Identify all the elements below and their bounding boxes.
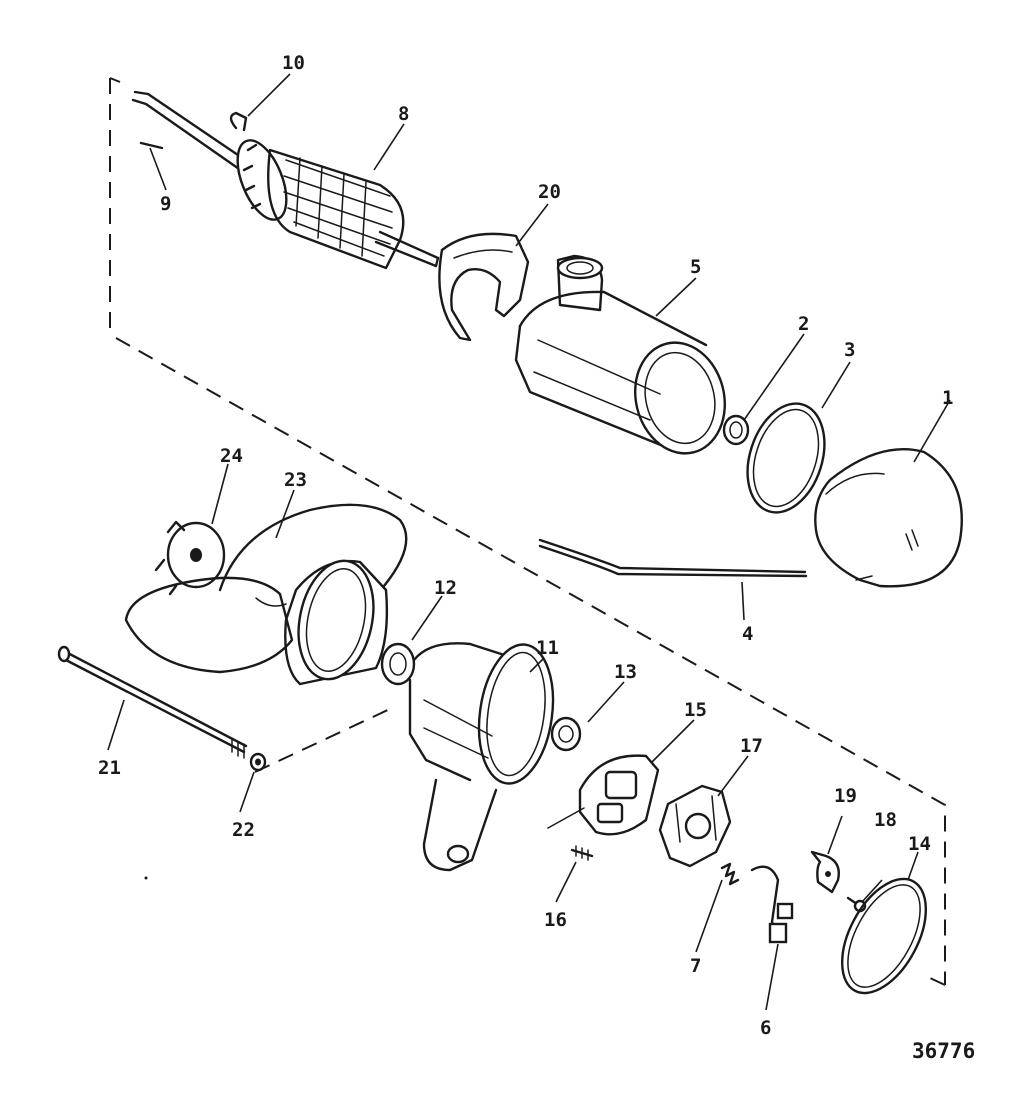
thru-bolt-part-21	[57, 645, 248, 759]
callout-6: 6	[760, 1017, 771, 1039]
screw-part-18	[846, 896, 867, 913]
callout-14: 14	[908, 833, 931, 855]
callout-2: 2	[798, 313, 809, 335]
callout-12: 12	[434, 577, 457, 599]
retaining-ring-part-10	[229, 111, 248, 132]
pin-part-9	[139, 141, 164, 150]
o-ring-part-14	[840, 877, 928, 995]
spring-part-7	[720, 862, 740, 886]
nut-part-22	[249, 752, 267, 772]
brush-holder-part-17	[658, 784, 732, 868]
callout-17: 17	[740, 735, 763, 757]
callout-1: 1	[942, 387, 953, 409]
thrust-washer-part-12	[380, 642, 416, 686]
callout-7: 7	[690, 955, 701, 977]
callout-8: 8	[398, 103, 409, 125]
clip-part-19	[810, 850, 840, 894]
o-ring-part-3	[746, 402, 826, 514]
callout-11: 11	[536, 637, 559, 659]
callout-19: 19	[834, 785, 857, 807]
callout-3: 3	[844, 339, 855, 361]
callout-18: 18	[874, 809, 897, 831]
callout-labels: 10 8 9 20 5 2 3 1 4 24 23 12 11 13 15 17…	[98, 52, 953, 1039]
bushing-part-13	[550, 716, 582, 752]
callout-4: 4	[742, 623, 753, 645]
callout-10: 10	[282, 52, 305, 74]
assembly-boundary	[109, 77, 946, 986]
callout-13: 13	[614, 661, 637, 683]
callout-20: 20	[538, 181, 561, 203]
propeller-part-23	[124, 503, 408, 686]
callout-24: 24	[220, 445, 243, 467]
callout-16: 16	[544, 909, 567, 931]
leader-lines	[107, 73, 951, 1011]
callout-15: 15	[684, 699, 707, 721]
callout-5: 5	[690, 256, 701, 278]
magnet-clip-part-20	[438, 232, 530, 342]
brush-plate-part-15	[547, 754, 660, 836]
callout-22: 22	[232, 819, 255, 841]
motor-housing-part-5	[514, 254, 726, 455]
nose-cone-part-1	[814, 448, 963, 588]
stray-mark	[144, 876, 148, 880]
figure-id: 36776	[912, 1039, 975, 1063]
callout-9: 9	[160, 193, 171, 215]
bushing-part-2	[722, 414, 750, 446]
rod-part-4	[538, 538, 808, 578]
callout-21: 21	[98, 757, 121, 779]
screw-part-16	[570, 845, 594, 861]
callout-23: 23	[284, 469, 307, 491]
drive-hub-part-24	[154, 520, 226, 596]
brush-part-6	[750, 865, 794, 944]
armature-part-8	[131, 90, 440, 270]
end-housing-part-11	[408, 642, 555, 872]
